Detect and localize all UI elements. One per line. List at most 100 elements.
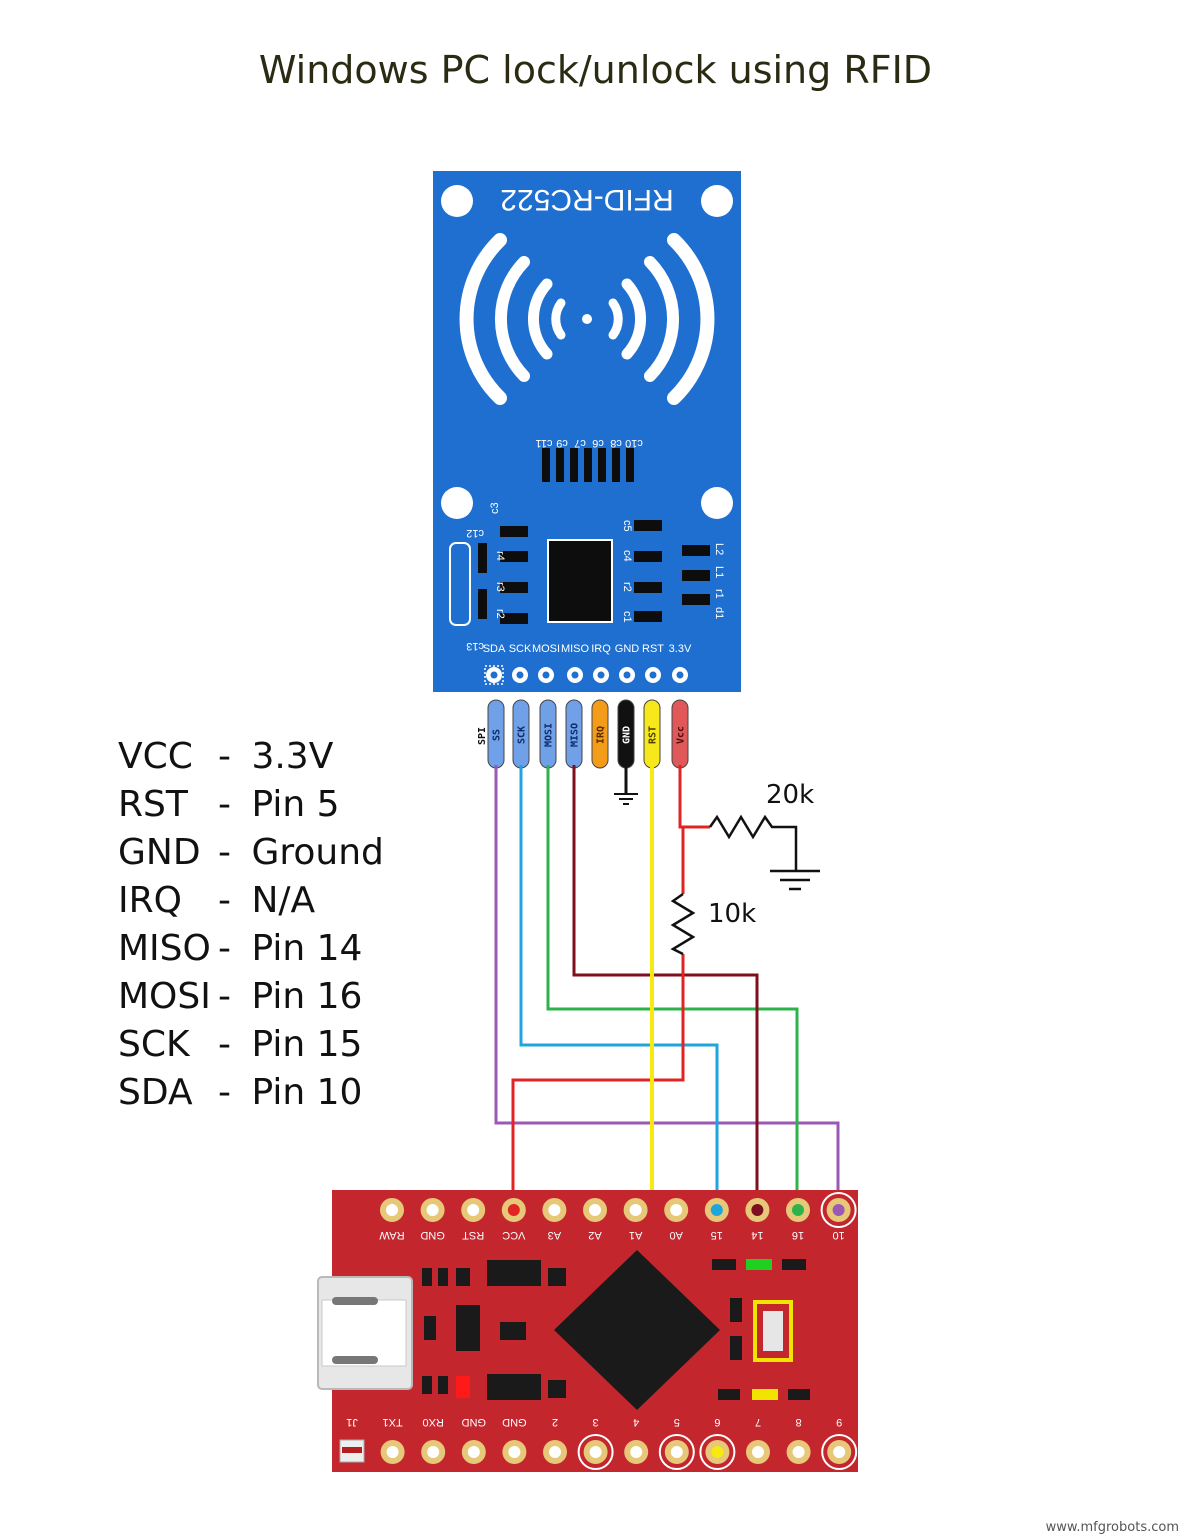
cap-label: c10 (625, 437, 643, 449)
pro-micro-pin-hole (427, 1446, 440, 1458)
pro-micro-pin-label: A2 (588, 1229, 601, 1241)
smd-part (487, 1260, 541, 1286)
cap-component (556, 448, 564, 482)
smd-part (718, 1389, 740, 1400)
smd-part (500, 582, 528, 593)
signal-target: N/A (251, 880, 316, 921)
antenna-center-dot (582, 314, 592, 324)
pro-micro-pin-label: GND (502, 1416, 527, 1428)
component-label: c5 (621, 520, 633, 532)
resistor-20k (708, 814, 820, 891)
pro-micro-pin-label: 3 (593, 1416, 599, 1428)
signal-target: Ground (251, 832, 384, 873)
smd-part (500, 551, 528, 562)
pro-micro-pin-label: RAW (379, 1229, 405, 1241)
reset-button-frame (753, 1300, 793, 1362)
watermark: www.mfgrobots.com (1045, 1520, 1179, 1535)
pro-micro-pin-label: 4 (633, 1416, 639, 1428)
component-label: c4 (621, 550, 633, 562)
cap-component (626, 448, 634, 482)
pin-mapping-row: SDA- Pin 10 (118, 1069, 384, 1117)
wire-sda (494, 765, 840, 1210)
rfid-pin-hole-center (516, 671, 524, 679)
smd-part (500, 1322, 526, 1340)
rfid-pin-label: MISO (561, 643, 590, 655)
rfid-pin-label: SDA (483, 643, 506, 655)
pro-micro-pin-label: RST (462, 1229, 484, 1241)
smd-part (456, 1268, 470, 1286)
smd-part (634, 551, 662, 562)
pin-mapping-row: VCC- 3.3V (118, 733, 384, 781)
jumper-pad-mark (342, 1447, 362, 1453)
pin-highlight-ring (821, 1434, 858, 1470)
smd-part (788, 1389, 810, 1400)
pro-micro-pin-hole (426, 1204, 439, 1216)
component-label: c12 (466, 527, 484, 539)
signal-target: Pin 14 (251, 928, 363, 969)
pro-micro-pin-hole (630, 1446, 643, 1458)
header-pin-label: GND (622, 726, 633, 744)
pro-micro-pin-label: TX1 (383, 1416, 403, 1428)
pin-mapping-row: RST- Pin 5 (118, 781, 384, 829)
rfid-pin-label: RST (642, 643, 664, 655)
rfid-pin-hole-center (571, 671, 579, 679)
component-label: r1 (713, 589, 725, 599)
smd-part (500, 613, 528, 624)
cap-label: c8 (610, 437, 622, 449)
pro-micro-pin-hole (386, 1446, 399, 1458)
wire-miso (572, 765, 759, 1210)
rfid-pin-hole-center (542, 671, 550, 679)
pro-micro-pin-label: 5 (674, 1416, 680, 1428)
rfid-pin-hole-center (597, 671, 605, 679)
smd-part (634, 520, 662, 531)
resistor-20k-label: 20k (766, 780, 814, 810)
cap-component (542, 448, 550, 482)
smd-part (782, 1259, 806, 1270)
header-pin-label: RST (648, 726, 659, 744)
signal-name: MOSI (118, 976, 211, 1017)
component-label: r4 (494, 551, 506, 561)
smd-part (478, 543, 487, 573)
pro-micro-pin-label: 6 (714, 1416, 720, 1428)
crystal (449, 542, 471, 626)
smd-part (634, 611, 662, 622)
signal-target: Pin 5 (251, 784, 340, 825)
smd-part (682, 570, 710, 581)
reset-button (763, 1311, 783, 1351)
pro-micro-pin-hole (832, 1204, 845, 1216)
rfid-pin-1-marker (484, 665, 504, 685)
cap-label: c6 (592, 437, 604, 449)
component-label: c13 (466, 640, 484, 652)
smd-part (424, 1316, 436, 1340)
rfid-pin-label: IRQ (591, 643, 611, 655)
mount-hole (701, 185, 733, 217)
usb-tab (332, 1297, 378, 1305)
signal-target: Pin 15 (251, 1024, 363, 1065)
pin-mapping-row: GND- Ground (118, 829, 384, 877)
pro-micro-pin-hole (711, 1446, 724, 1458)
header-pin-label: SCK (517, 726, 528, 744)
signal-target: 3.3V (251, 736, 334, 777)
pro-micro-pin-label: A3 (548, 1229, 561, 1241)
component-label: d1 (713, 607, 725, 619)
signal-name: VCC (118, 736, 193, 777)
pro-micro-pin-hole (386, 1204, 398, 1216)
pin-highlight-ring (699, 1434, 736, 1470)
pro-micro-pin-label: 16 (792, 1229, 804, 1241)
smd-part (422, 1268, 432, 1286)
pin-mapping-row: IRQ- N/A (118, 877, 384, 925)
pin-highlight-ring (820, 1192, 857, 1228)
rfid-pin-hole-center (676, 671, 684, 679)
rfid-module-name: RFID-RC522 (500, 183, 673, 216)
pro-micro-pin-hole (548, 1204, 561, 1216)
signal-target: Pin 10 (251, 1072, 363, 1113)
component-label: r2 (621, 582, 633, 592)
pro-micro-pin-label: A0 (669, 1229, 682, 1241)
cap-component (570, 448, 578, 482)
rfid-pin-hole-center (490, 671, 498, 679)
component-label: c3 (489, 502, 501, 514)
spi-label: SPI (477, 727, 488, 745)
pro-micro-pin-hole (751, 1204, 764, 1216)
